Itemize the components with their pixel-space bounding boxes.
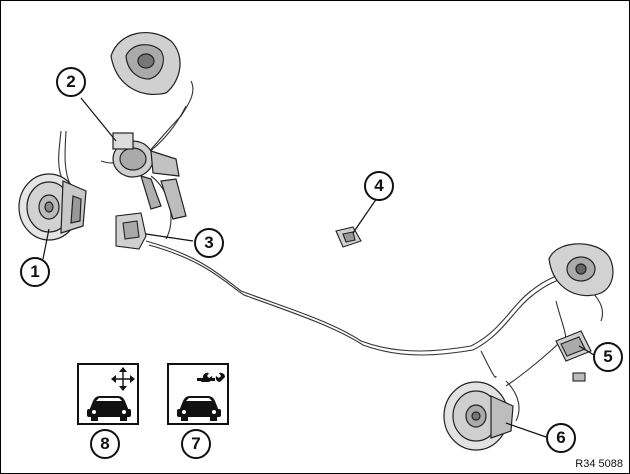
callout-7: 7 — [181, 429, 211, 459]
callout-2: 2 — [56, 67, 86, 97]
callout-6: 6 — [546, 423, 576, 453]
leader-line-2 — [80, 97, 117, 142]
callout-5: 5 — [593, 342, 623, 372]
leader-line-5 — [578, 345, 595, 356]
control-sensor — [335, 226, 362, 248]
rear-brake-line — [470, 270, 572, 347]
leader-line-4 — [352, 197, 378, 234]
leader-line-1 — [42, 228, 50, 260]
main-brake-line — [145, 240, 472, 352]
callout-1: 1 — [20, 257, 50, 287]
car-move-box — [77, 363, 139, 425]
brake-control-module — [555, 330, 592, 382]
rear-right-brake-disc — [443, 381, 514, 451]
callout-4: 4 — [364, 171, 394, 201]
car-move-icon — [87, 367, 135, 421]
figure-reference: R34 5088 — [575, 458, 623, 470]
front-left-brake-disc — [18, 173, 87, 241]
car-wrench-icon — [177, 372, 225, 421]
leader-line-6 — [505, 422, 547, 438]
callout-3: 3 — [194, 228, 224, 258]
brake-booster — [110, 32, 181, 95]
rear-brake-assembly — [548, 243, 614, 297]
leader-line-3 — [145, 233, 194, 242]
brake-master-cylinder — [112, 132, 187, 220]
callout-8: 8 — [90, 429, 120, 459]
car-wrench-box — [167, 363, 229, 425]
pressure-valve — [115, 212, 147, 250]
